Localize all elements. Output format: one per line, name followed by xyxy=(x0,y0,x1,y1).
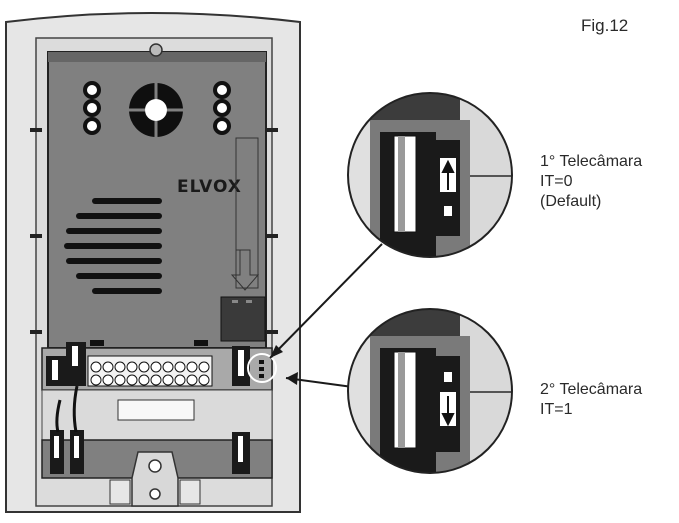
connector-pin xyxy=(232,300,238,303)
jumper-pin xyxy=(72,346,78,366)
callout-circle-bottom xyxy=(347,308,513,474)
speaker-grille xyxy=(64,198,162,294)
board-notch xyxy=(90,340,104,346)
bottom-connector-pin xyxy=(54,436,59,458)
bottom-connector-pin xyxy=(74,436,79,458)
camera-1-default-note: (Default) xyxy=(540,193,602,210)
bottom-tab xyxy=(179,479,201,505)
bottom-tab xyxy=(109,479,131,505)
up-arrow-icon xyxy=(441,159,455,190)
callout-magnifier-bottom xyxy=(348,309,512,473)
side-slots xyxy=(30,128,278,334)
leader-arrowhead-top xyxy=(270,345,283,358)
camera-2-label: 2° Telecâmara xyxy=(540,381,643,398)
down-arrow-icon xyxy=(441,396,455,427)
it-jumper-dots xyxy=(259,360,264,378)
label-window xyxy=(117,399,195,421)
leader-line-top xyxy=(269,243,383,359)
camera-1-label: 1° Telecâmara xyxy=(540,153,643,170)
it-jumper-slot xyxy=(238,350,244,376)
camera-2-it-value: IT=1 xyxy=(540,401,573,418)
connector-block xyxy=(220,296,266,342)
leader-arrowhead-bottom xyxy=(286,372,298,385)
brand-logo: ELVOX xyxy=(177,177,242,197)
connector-pin xyxy=(246,300,252,303)
callout-circle-top xyxy=(347,92,513,258)
camera-1-it-value: IT=0 xyxy=(540,173,573,190)
terminal-block xyxy=(87,355,213,387)
bracket-hole xyxy=(148,459,162,473)
pin-holes-right xyxy=(213,81,231,135)
callout-magnifier-top xyxy=(348,93,512,257)
downward-arrow-outline xyxy=(230,249,260,291)
mounting-bracket xyxy=(131,451,179,507)
board-notch xyxy=(194,340,208,346)
camera-lens xyxy=(128,82,184,138)
bottom-jumper-pin xyxy=(238,436,243,462)
figure-title: Fig.12 xyxy=(581,16,629,35)
bracket-hole xyxy=(149,488,161,500)
pin-holes-left xyxy=(83,81,101,135)
jumper-pin xyxy=(52,360,58,380)
it-jumper-highlight xyxy=(247,353,277,383)
wire xyxy=(55,385,79,433)
callout-label-top: 1° Telecâmara IT=0 (Default) xyxy=(540,152,642,212)
board-top-strip xyxy=(48,52,266,62)
callout-label-bottom: 2° Telecâmara IT=1 xyxy=(540,380,642,420)
top-screw xyxy=(149,43,163,57)
